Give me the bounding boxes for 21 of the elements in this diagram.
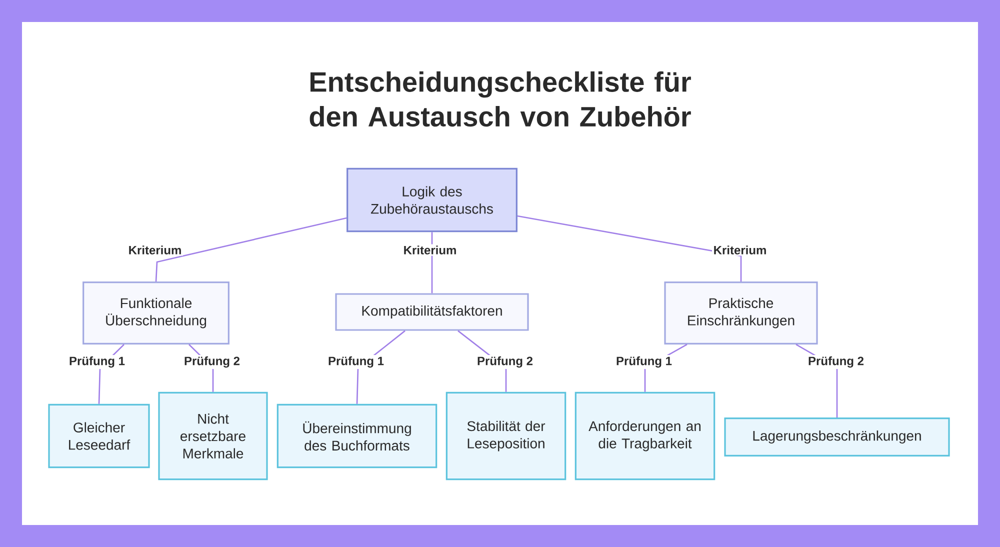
root-box: Logik des Zubehöraustauschs	[346, 168, 518, 232]
edge-label: Prüfung 2	[182, 355, 242, 369]
edge-label: Prüfung 1	[326, 355, 386, 369]
title: Entscheidungscheckliste für den Austausch von Zubehör	[310, 71, 691, 127]
check-box: Lagerungsbeschränkungen	[724, 418, 950, 456]
edge-label: Prüfung 1	[614, 355, 674, 369]
category-box: Praktische Einschränkungen	[664, 282, 818, 344]
edge-label: Kriterium	[402, 244, 458, 256]
check-box: Anforderungen an die Tragbarkeit	[574, 392, 716, 480]
connector	[155, 217, 347, 282]
check-box: Nicht ersetzbare Merkmale	[158, 392, 268, 480]
edge-label: Prüfung 1	[68, 355, 126, 369]
check-box: Gleicher Leseedarf	[48, 404, 150, 468]
check-box: Übereinstimmung des Buchformats	[276, 404, 438, 468]
edge-label: Kriterium	[712, 244, 768, 256]
connector	[517, 215, 742, 282]
check-box: Stabilität der Leseposition	[446, 392, 566, 480]
edge-label: Prüfung 2	[476, 355, 534, 369]
category-box: Funktionale Überschneidung	[82, 282, 230, 344]
category-box: Kompatibilitätsfaktoren	[335, 293, 529, 331]
edge-label: Prüfung 2	[806, 355, 866, 369]
